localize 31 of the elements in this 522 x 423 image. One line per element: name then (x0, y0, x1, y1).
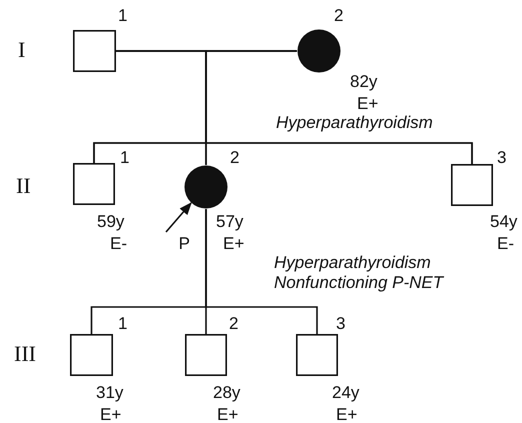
individual-number: 2 (229, 314, 238, 334)
age-text: 59y (97, 212, 124, 232)
age-text: 54y (490, 212, 518, 232)
diagnosis-text: Hyperparathyroidism (276, 113, 434, 133)
age-text: 57y (216, 212, 244, 232)
individual-number: 1 (118, 314, 128, 334)
age-text: 24y (332, 383, 360, 403)
mutation-status: E+ (217, 405, 238, 423)
diagnosis-text: Hyperparathyroidism Nonfunctioning P-NET (274, 253, 445, 293)
individual-number: 3 (497, 148, 506, 168)
mutation-status: E- (497, 234, 514, 254)
individual-number: 3 (336, 314, 346, 334)
pedigree-line (205, 209, 318, 334)
age-text: 31y (96, 383, 124, 403)
proband-label: P (178, 234, 190, 254)
proband-arrow (165, 202, 192, 233)
pedigree-line (205, 50, 473, 164)
individual-number: 1 (118, 6, 128, 26)
individual-number: 2 (230, 148, 240, 168)
age-text: 82y (350, 72, 378, 92)
mutation-status: E+ (357, 94, 378, 114)
generation-numeral: I (18, 40, 26, 60)
mutation-status: E- (110, 234, 127, 254)
individual-number: 2 (334, 6, 344, 26)
individual-number: 1 (120, 148, 130, 168)
generation-numeral: III (14, 344, 36, 364)
age-text: 28y (213, 383, 240, 403)
mutation-status: E+ (336, 405, 358, 423)
mutation-status: E+ (223, 234, 244, 254)
mutation-status: E+ (100, 405, 122, 423)
generation-numeral: II (16, 176, 31, 196)
